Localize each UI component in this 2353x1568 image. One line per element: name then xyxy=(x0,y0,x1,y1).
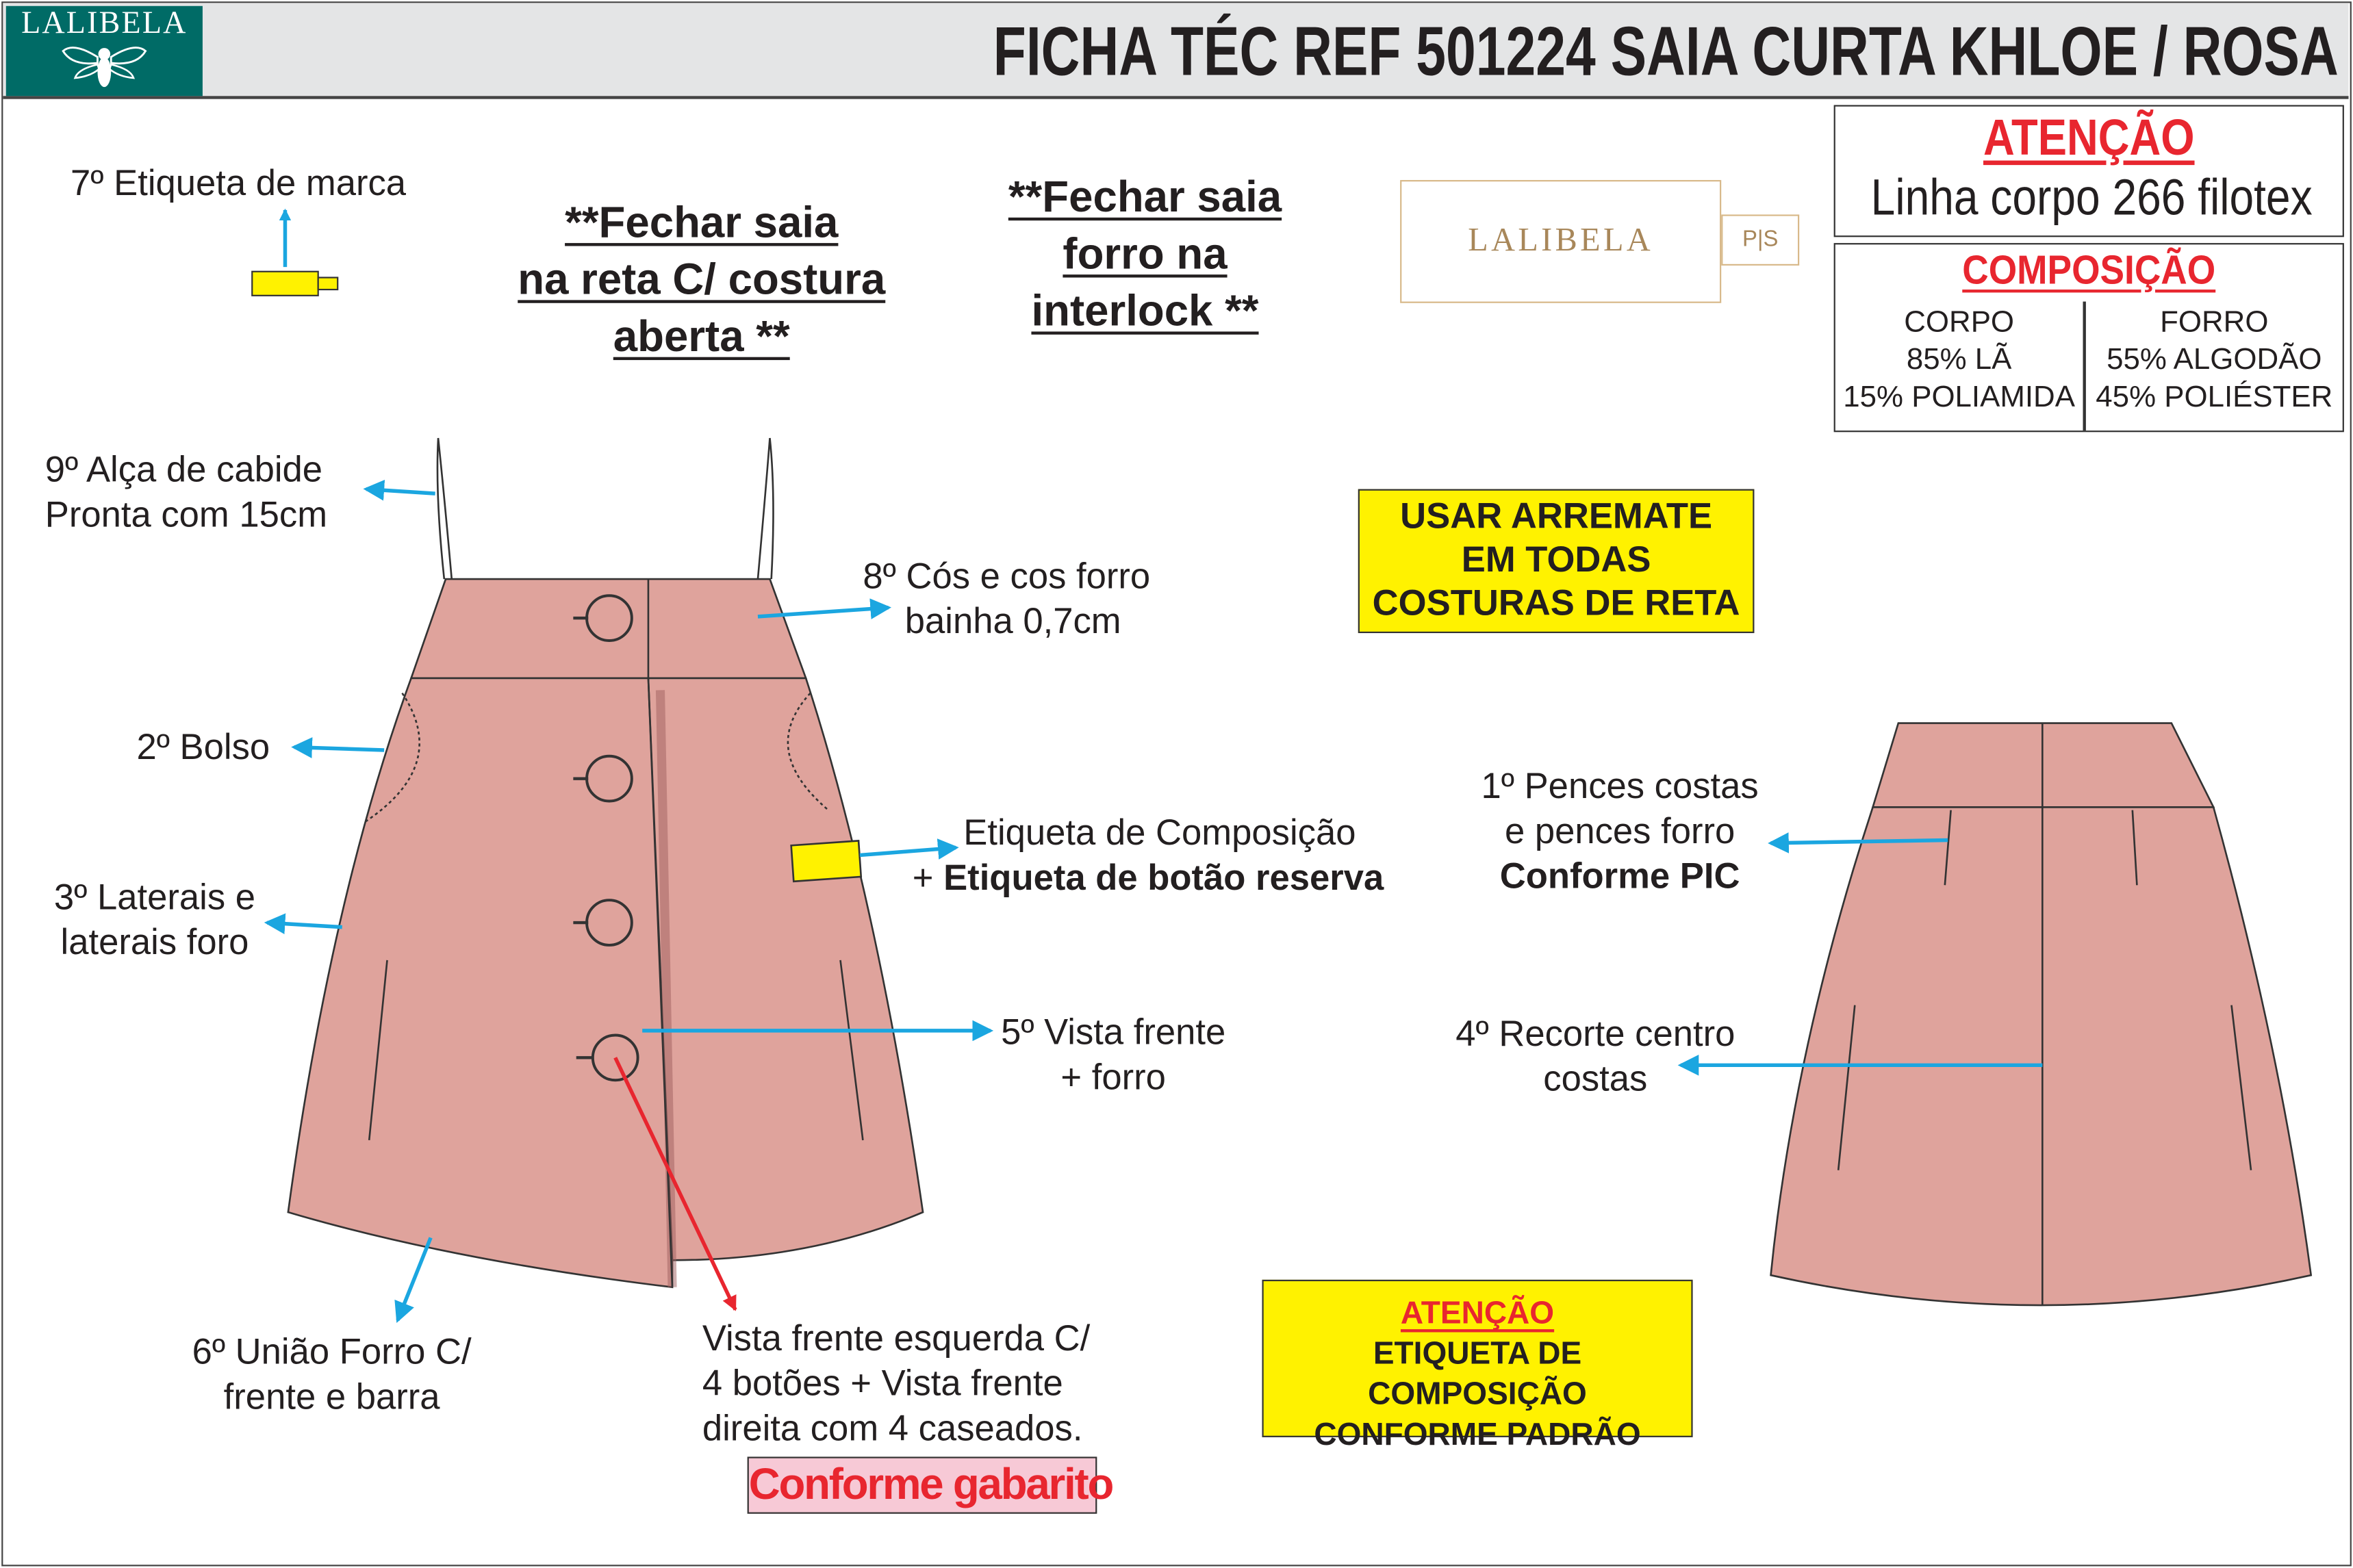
page-title: FICHA TÉC REF 501224 SAIA CURTA KHLOE / … xyxy=(993,12,2339,90)
callout-line: 6º União Forro C/ xyxy=(192,1332,472,1373)
comp-label-callout: Etiqueta de Composição + Etiqueta de bot… xyxy=(913,812,1384,902)
composition-lining: FORRO 55% ALGODÃO 45% POLIÉSTER xyxy=(2086,305,2343,417)
placket-detail-callout: Vista frente esquerda C/ 4 botões + Vist… xyxy=(702,1318,1090,1452)
callout-line: 3º Laterais e xyxy=(53,877,256,918)
note-line: na reta C/ costura xyxy=(518,256,886,305)
waistband xyxy=(409,578,807,680)
attention-title: ATENÇÃO xyxy=(1983,110,2195,167)
brand-label-tag: LALIBELA xyxy=(1400,180,1722,303)
note-line: USAR ARREMATE xyxy=(1400,496,1713,537)
callout-line: e pences forro xyxy=(1504,811,1735,853)
callout-arrows xyxy=(264,208,2043,1324)
callout-line: Pronta com 15cm xyxy=(44,495,328,536)
composition-title: COMPOSIÇÃO xyxy=(1962,247,2216,293)
callout-line: Etiqueta de Composição xyxy=(963,813,1356,854)
hanger-loop-callout: 9º Alça de cabide Pronta com 15cm xyxy=(45,448,327,539)
back-skirt xyxy=(1770,722,2313,1307)
close-lining-note: **Fechar saia forro na interlock ** xyxy=(991,170,1300,341)
attention-box: ATENÇÃO Linha corpo 266 filotex xyxy=(1833,105,2344,237)
lining-join-callout: 6º União Forro C/ frente e barra xyxy=(192,1331,472,1421)
callout-line: direita com 4 caseados. xyxy=(702,1409,1083,1450)
callout-line: Vista frente esquerda C/ xyxy=(702,1318,1091,1359)
hanger-loop-right xyxy=(756,437,774,580)
hanger-loop-left xyxy=(436,437,453,580)
callout-line: Conforme PIC xyxy=(1499,856,1740,897)
composition-body: CORPO 85% LÃ 15% POLIAMIDA xyxy=(1835,305,2083,417)
callout-line: costas xyxy=(1543,1059,1648,1100)
thread-note: Linha corpo 266 filotex xyxy=(1870,169,2313,227)
callout-line: laterais foro xyxy=(60,923,249,964)
brand-label-icon xyxy=(251,270,319,296)
callout-line: 4 botões + Vista frente xyxy=(702,1363,1063,1404)
brand-logo: LALIBELA xyxy=(5,4,203,97)
note-line: COSTURAS DE RETA xyxy=(1372,583,1740,624)
size-tag: P|S xyxy=(1721,214,1800,266)
note-line: **Fechar saia xyxy=(565,199,839,248)
callout-line: 4º Recorte centro xyxy=(1455,1014,1735,1055)
lining-label: FORRO xyxy=(2160,306,2269,339)
lining-line: 55% ALGODÃO xyxy=(2107,343,2322,377)
composition-label-icon xyxy=(790,840,863,883)
attention-label-note: ATENÇÃO ETIQUETA DE COMPOSIÇÃO CONFORME … xyxy=(1262,1279,1693,1452)
template-note: Conforme gabarito xyxy=(747,1456,1114,1514)
callout-line: 5º Vista frente xyxy=(1001,1012,1226,1053)
callout-line: + forro xyxy=(1060,1057,1166,1098)
header xyxy=(3,3,2349,99)
body-line: 85% LÃ xyxy=(1906,343,2012,377)
callout-line: frente e barra xyxy=(223,1377,440,1418)
bee-icon xyxy=(62,47,147,88)
front-skirt-body xyxy=(287,677,674,1289)
body-label: CORPO xyxy=(1904,306,2015,339)
callout-line: 8º Cós e cos forro xyxy=(863,556,1151,597)
front-placket-callout: 5º Vista frente + forro xyxy=(1001,1011,1225,1101)
callout-line: 9º Alça de cabide xyxy=(44,450,323,491)
body-line: 15% POLIAMIDA xyxy=(1843,381,2075,414)
callout-line: + xyxy=(912,858,944,899)
back-darts-callout: 1º Pences costas e pences forro Conforme… xyxy=(1481,765,1759,900)
composition-box: COMPOSIÇÃO CORPO 85% LÃ 15% POLIAMIDA FO… xyxy=(1833,243,2344,433)
note-line: interlock ** xyxy=(1031,287,1259,337)
note-line: ETIQUETA DE COMPOSIÇÃO xyxy=(1368,1337,1587,1412)
note-line: forro na xyxy=(1063,231,1228,279)
lining-line: 45% POLIÉSTER xyxy=(2096,381,2333,414)
note-line: EM TODAS xyxy=(1461,540,1651,581)
brand-label-callout: 7º Etiqueta de marca xyxy=(71,163,407,205)
waistband-callout: 8º Cós e cos forro bainha 0,7cm xyxy=(863,555,1150,645)
placket-arrow xyxy=(613,1057,737,1311)
overlock-note: USAR ARREMATE EM TODAS COSTURAS DE RETA xyxy=(1358,489,1755,634)
brand-name: LALIBELA xyxy=(21,4,188,41)
close-skirt-note: **Fechar saia na reta C/ costura aberta … xyxy=(495,195,908,366)
attention-label-title: ATENÇÃO xyxy=(1400,1296,1555,1331)
callout-line: 1º Pences costas xyxy=(1481,767,1759,808)
front-skirt xyxy=(287,437,924,1289)
note-line: CONFORME PADRÃO xyxy=(1314,1417,1641,1452)
back-seam-callout: 4º Recorte centro costas xyxy=(1455,1013,1735,1103)
callout-line: bainha 0,7cm xyxy=(904,601,1121,643)
note-line: aberta ** xyxy=(613,313,790,362)
note-line: **Fechar saia xyxy=(1008,174,1282,222)
pocket-callout: 2º Bolso xyxy=(136,728,270,769)
tag-brand: LALIBELA xyxy=(1468,220,1654,259)
sides-callout: 3º Laterais e laterais foro xyxy=(54,876,255,966)
callout-line: Etiqueta de botão reserva xyxy=(943,858,1384,899)
